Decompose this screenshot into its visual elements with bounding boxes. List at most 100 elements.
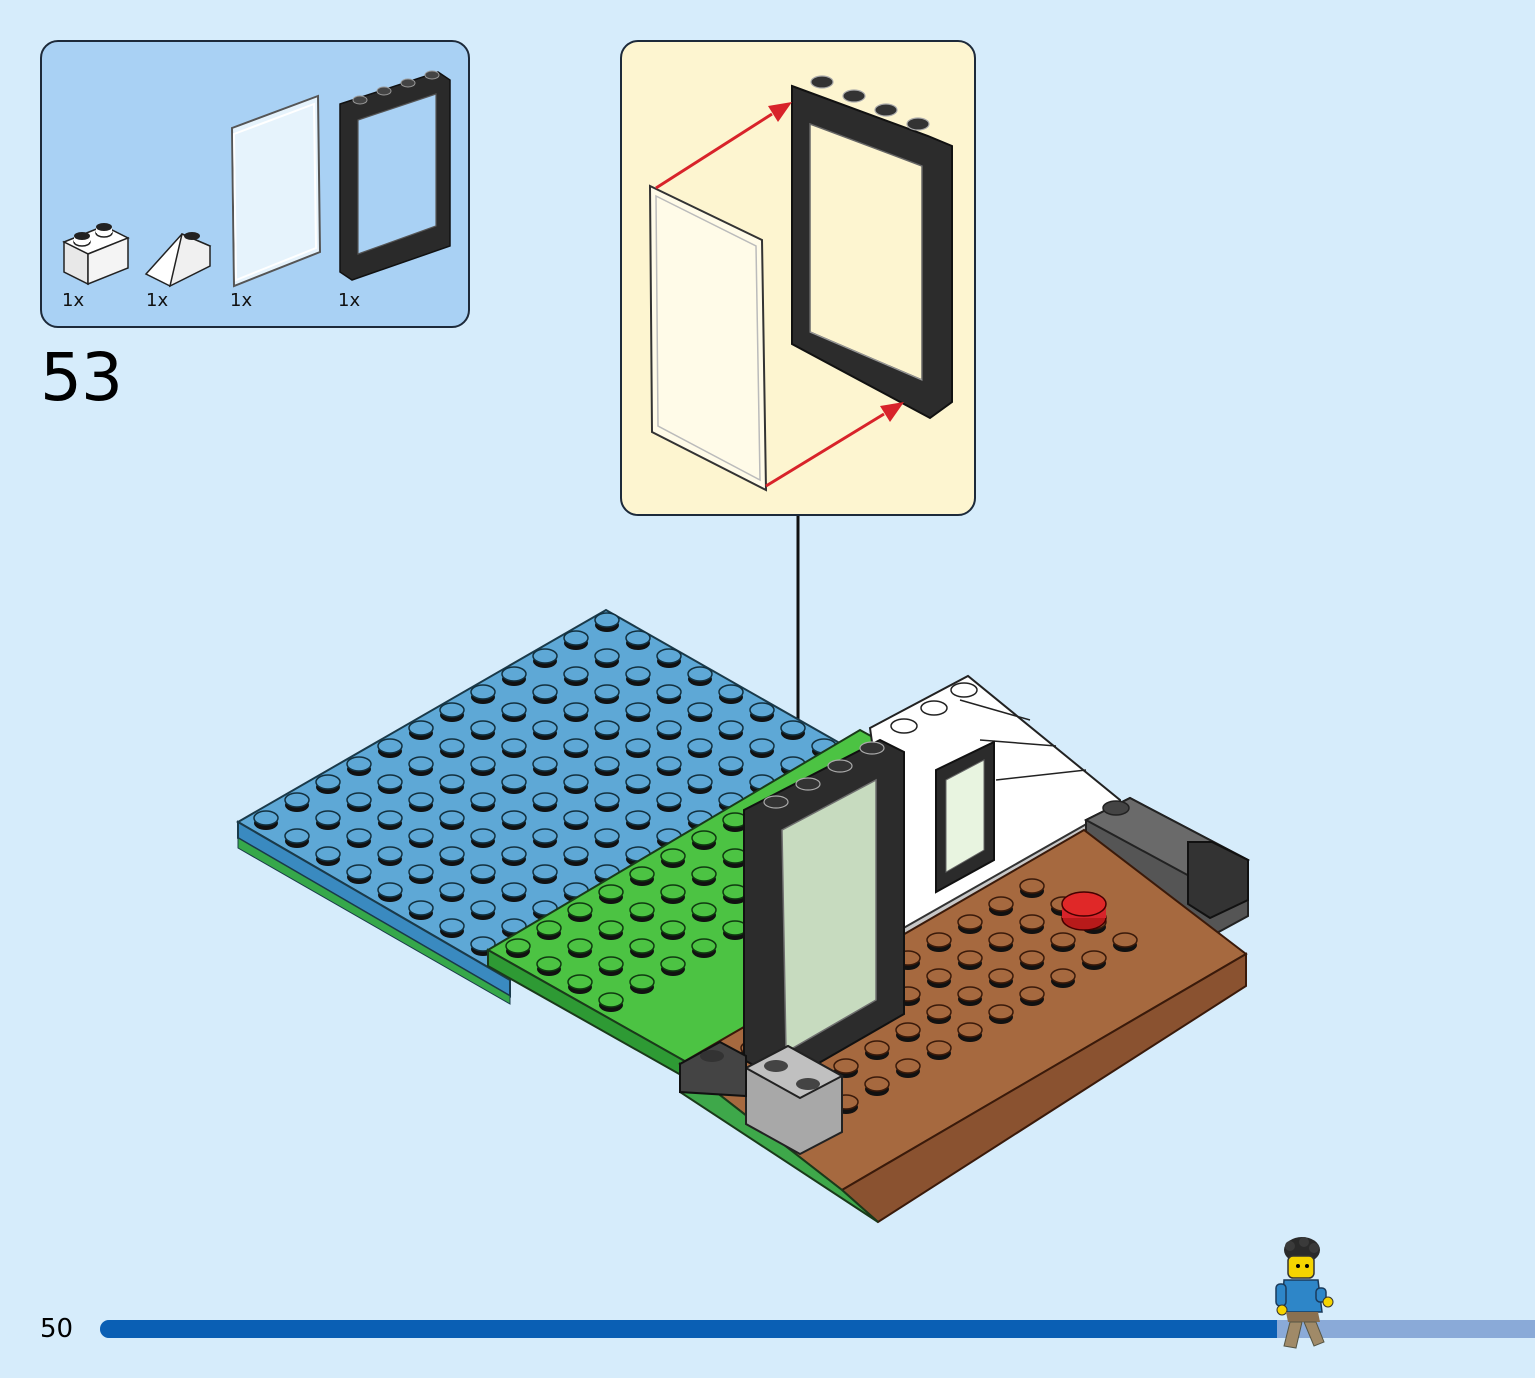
green-stud [536,920,562,936]
blue-stud [377,738,403,754]
blue-stud [563,846,589,862]
brown-stud [957,1022,983,1038]
blue-stud [408,792,434,808]
brown-stud [1019,986,1045,1002]
brown-stud [988,896,1014,912]
blue-stud [346,828,372,844]
callout-window-frame-icon [791,75,953,420]
green-stud [598,884,624,900]
blue-stud [346,864,372,880]
blue-stud [625,630,651,646]
part-quantity-slope: 1x [146,290,169,311]
green-stud [567,938,593,954]
blue-stud [563,774,589,790]
blue-stud [439,774,465,790]
blue-stud [656,756,682,772]
green-stud [536,956,562,972]
blue-stud [470,864,496,880]
step-number: 53 [40,339,123,416]
brown-stud [1112,932,1138,948]
blue-stud [408,828,434,844]
blue-stud [532,756,558,772]
blue-stud [501,810,527,826]
dark-grey-counter [1083,796,1251,952]
blue-stud [625,702,651,718]
black-window-frame-icon [339,70,451,281]
blue-stud [501,918,527,934]
blue-stud [563,810,589,826]
parts-list-panel: 1x 1x 1x 1x [40,40,470,328]
callout-glass-panel-icon [648,184,768,492]
parts-illustration [62,70,451,288]
progress-bar [100,1320,1535,1338]
brown-stud [864,1076,890,1092]
blue-stud [284,792,310,808]
callout-illustration [648,75,953,492]
brown-stud [833,1058,859,1074]
brown-stud [957,914,983,930]
green-stud [598,920,624,936]
blue-stud [656,684,682,700]
blue-stud [625,774,651,790]
brown-stud [926,932,952,948]
attach-arrows [655,102,904,488]
build-scene [236,516,1251,1224]
progress-bar-fill [100,1320,1277,1338]
green-stud [505,938,531,954]
blue-stud [439,846,465,862]
blue-stud [532,648,558,664]
blue-stud [594,612,620,628]
brown-stud [926,1004,952,1020]
blue-stud [439,918,465,934]
blue-stud [501,774,527,790]
blue-stud [439,810,465,826]
blue-stud [718,684,744,700]
brown-stud [1050,968,1076,984]
blue-stud [315,846,341,862]
blue-stud [532,900,558,916]
green-stud [567,974,593,990]
white-slope-1x2-icon [144,232,212,288]
blue-baseplate [236,608,883,1005]
green-stud [629,902,655,918]
blue-stud [532,828,558,844]
blue-stud [377,846,403,862]
blue-stud [470,792,496,808]
white-brick-1x2-icon [62,223,130,286]
brown-stud [864,1040,890,1056]
blue-stud [501,846,527,862]
brown-stud [957,950,983,966]
brown-stud [926,1040,952,1056]
blue-stud [501,882,527,898]
green-stud [691,830,717,846]
blue-stud [749,738,775,754]
green-stud [660,884,686,900]
blue-stud [532,720,558,736]
brown-stud [1019,878,1045,894]
green-stud [598,992,624,1008]
blue-stud [563,738,589,754]
brown-stud [988,968,1014,984]
green-stud [691,866,717,882]
blue-stud [501,702,527,718]
blue-stud [253,810,279,826]
green-stud [660,848,686,864]
blue-studs [253,612,837,956]
transparent-glass-panel-icon [230,94,322,288]
blue-stud [408,756,434,772]
brown-stud [926,968,952,984]
blue-stud [470,936,496,952]
blue-stud [563,630,589,646]
blue-stud [656,648,682,664]
blue-stud [687,702,713,718]
brown-stud [1019,950,1045,966]
brown-stud [895,1058,921,1074]
green-stud [629,974,655,990]
sub-assembly-callout [620,40,976,516]
green-stud [629,938,655,954]
blue-stud [315,810,341,826]
blue-stud [594,648,620,664]
brown-stud [988,1004,1014,1020]
brown-stud [1081,950,1107,966]
blue-stud [780,720,806,736]
